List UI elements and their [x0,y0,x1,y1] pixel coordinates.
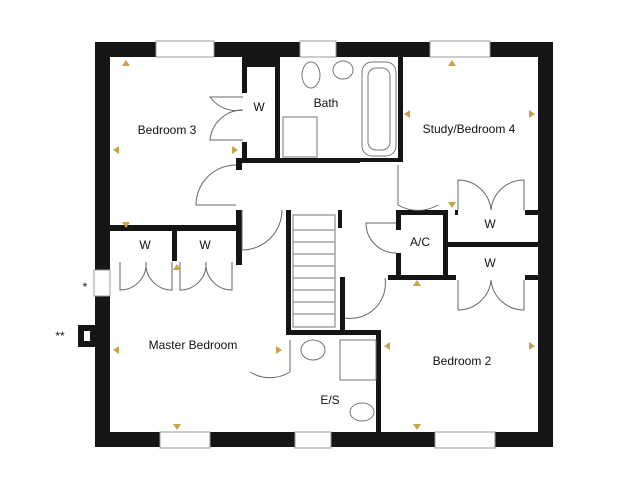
bath-shower [282,116,318,158]
room-label-wardrobe: W [253,100,265,114]
staircase [292,214,336,328]
dimension-markers [113,60,535,430]
doors [119,96,525,379]
room-label-master-bedroom: Master Bedroom [149,338,238,352]
ensuite-basin [300,339,326,361]
fixtures [282,60,397,422]
interior-walls [110,57,538,435]
note-double-asterisk: ** [55,329,65,343]
ensuite-toilet [349,402,375,422]
ensuite-shower [339,339,377,381]
room-label-airing-cupboard: A/C [410,235,430,249]
room-label-bedroom-3: Bedroom 3 [138,123,197,137]
chimney-flue [84,331,90,341]
note-single-asterisk: * [83,280,88,294]
room-label-study-bedroom-4: Study/Bedroom 4 [423,122,516,136]
room-label-bath: Bath [314,96,339,110]
room-label-wardrobe: W [199,238,211,252]
room-label-ensuite: E/S [320,393,339,407]
bath-toilet [301,61,321,89]
room-label-wardrobe: W [484,256,496,270]
windows [93,40,496,449]
room-label-wardrobe: W [139,238,151,252]
bath-basin [332,60,354,80]
room-label-wardrobe: W [484,217,496,231]
room-label-bedroom-2: Bedroom 2 [433,354,492,368]
